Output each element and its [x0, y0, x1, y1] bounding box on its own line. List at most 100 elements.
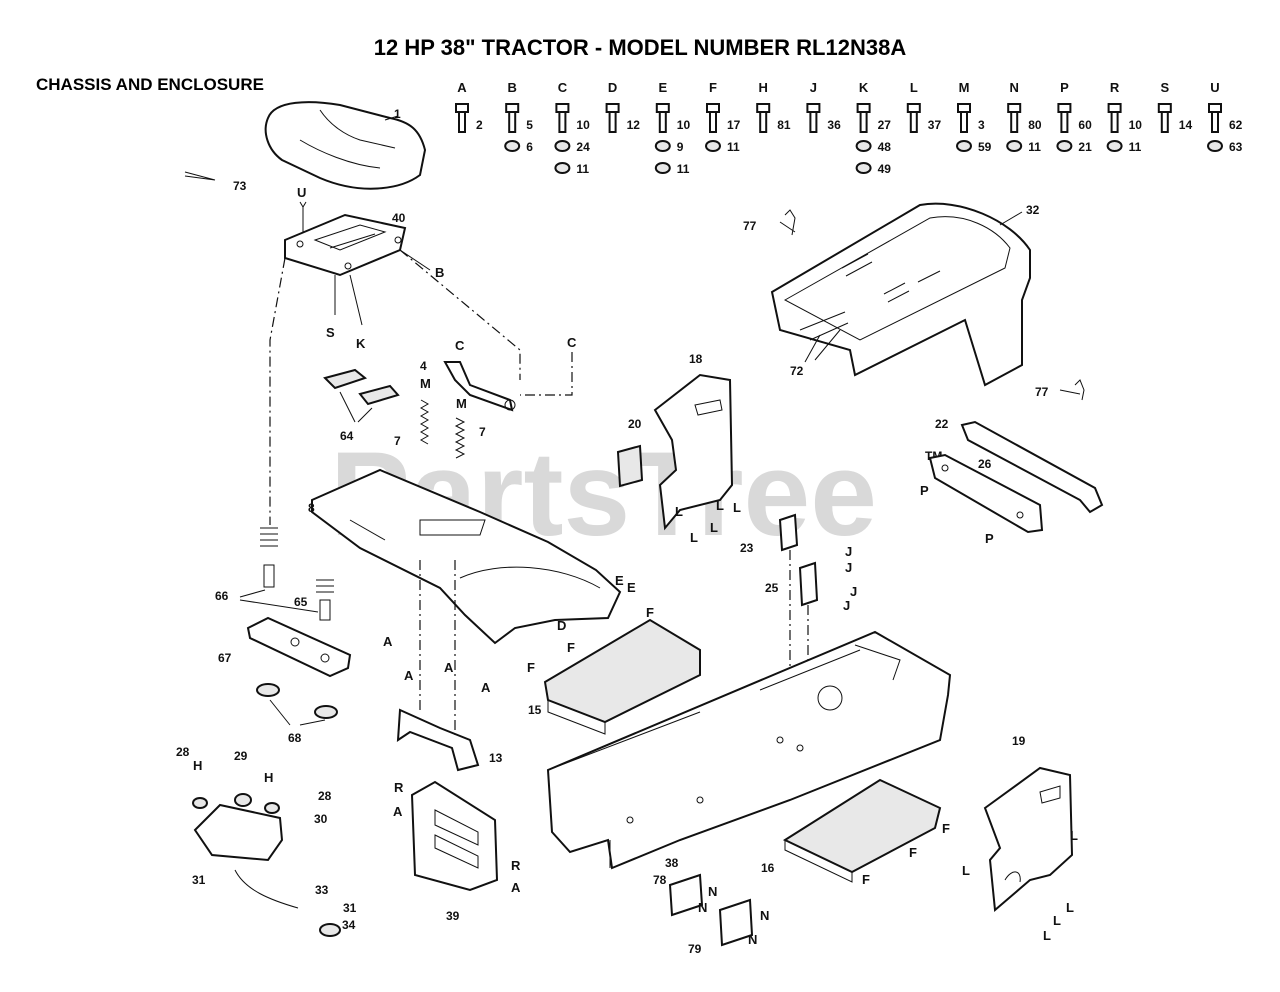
hardware-part-number: 11: [1028, 140, 1041, 154]
hardware-part-number: 59: [978, 140, 992, 154]
plate-67[interactable]: [246, 616, 352, 678]
footrest-15[interactable]: [543, 618, 701, 735]
support-26[interactable]: [928, 453, 1044, 534]
ref-l-6: L: [962, 863, 970, 878]
callout-65: 65: [294, 595, 308, 609]
hardware-l[interactable]: L37: [906, 80, 942, 133]
bolt-icon: [1007, 103, 1022, 113]
footrest-16[interactable]: [782, 778, 942, 883]
ref-j-4: J: [843, 598, 850, 613]
callout-1: 1: [394, 107, 401, 121]
nut-icon: [855, 140, 872, 152]
callout-19: 19: [1012, 734, 1026, 748]
seat[interactable]: [264, 101, 427, 190]
nut-icon: [554, 140, 571, 152]
bolt-shaft: [909, 111, 918, 133]
bracket-79[interactable]: [718, 898, 754, 947]
ref-l-4: L: [710, 520, 718, 535]
dash-panel[interactable]: [410, 780, 499, 892]
callout-64: 64: [340, 429, 354, 443]
hardware-part-number: 11: [576, 162, 589, 176]
bracket-25[interactable]: [798, 561, 819, 607]
bolt-shaft: [1010, 111, 1019, 133]
fuel-tank[interactable]: [192, 793, 341, 937]
hardware-part-number: 6: [526, 140, 533, 154]
panel-18[interactable]: [653, 373, 734, 531]
hardware-a[interactable]: A2: [455, 80, 483, 133]
bolt-icon: [655, 103, 670, 113]
callout-66: 66: [215, 589, 229, 603]
hardware-h[interactable]: H81: [756, 80, 791, 133]
hardware-part-number: 62: [1229, 118, 1243, 132]
nut-icon: [1056, 140, 1073, 152]
callout-26: 26: [978, 457, 992, 471]
nut-icon: [654, 162, 671, 174]
callout-78: 78: [653, 873, 667, 887]
hardware-part-number: 10: [576, 118, 590, 132]
bracket-23[interactable]: [778, 513, 799, 552]
hardware-j[interactable]: J36: [806, 80, 841, 133]
nut-icon: [956, 140, 972, 152]
callout-7a: 7: [394, 434, 401, 448]
bracket-13[interactable]: [396, 708, 480, 772]
hardware-d[interactable]: D12: [605, 80, 641, 133]
springs-7: [419, 399, 466, 459]
hardware-part-number: 5: [526, 118, 533, 132]
hardware-part-number: 11: [677, 162, 690, 176]
hardware-b[interactable]: B56: [504, 80, 533, 154]
ref-l-5: L: [690, 530, 698, 545]
callout-22: 22: [935, 417, 949, 431]
ref-l-10: L: [1043, 928, 1051, 943]
bumper-22[interactable]: [960, 420, 1104, 514]
bolt-icon: [906, 103, 921, 113]
callout-77b: 77: [1035, 385, 1049, 399]
ref-h-1: H: [193, 758, 202, 773]
callout-32: 32: [1026, 203, 1040, 217]
bolt-shaft: [608, 111, 617, 133]
plate-20[interactable]: [616, 444, 644, 488]
hardware-s[interactable]: S14: [1157, 80, 1193, 133]
bolt-shaft: [1110, 111, 1119, 133]
hardware-part-number: 48: [878, 140, 892, 154]
callout-72: 72: [790, 364, 804, 378]
seat-bracket[interactable]: [284, 213, 407, 277]
rod-77-right: [1059, 379, 1085, 401]
hardware-letter: C: [558, 80, 568, 95]
ref-a-4: A: [481, 680, 491, 695]
ref-s: S: [326, 325, 335, 340]
ref-h-2: H: [264, 770, 273, 785]
callout-38: 38: [665, 856, 679, 870]
hardware-letter: A: [457, 80, 467, 95]
hardware-part-number: 11: [727, 140, 740, 154]
ref-u: U: [297, 185, 306, 200]
hardware-letter: U: [1210, 80, 1219, 95]
main-frame[interactable]: [546, 630, 952, 870]
bracket-78[interactable]: [668, 873, 704, 917]
bracket-4[interactable]: [443, 361, 516, 412]
panel-19[interactable]: [983, 766, 1074, 913]
ref-e-2: E: [627, 580, 636, 595]
callout-20: 20: [628, 417, 642, 431]
ref-l-3: L: [733, 500, 741, 515]
hood[interactable]: [770, 202, 1031, 387]
callout-79: 79: [688, 942, 702, 956]
ref-c-2: C: [567, 335, 577, 350]
ref-c-1: C: [455, 338, 465, 353]
bolt-shaft: [1060, 111, 1069, 133]
callout-29: 29: [234, 749, 248, 763]
callout-4: 4: [420, 359, 427, 373]
ref-l-9: L: [1053, 913, 1061, 928]
bolt-icon: [1157, 103, 1172, 113]
callout-25: 25: [765, 581, 779, 595]
fender[interactable]: [311, 468, 622, 645]
